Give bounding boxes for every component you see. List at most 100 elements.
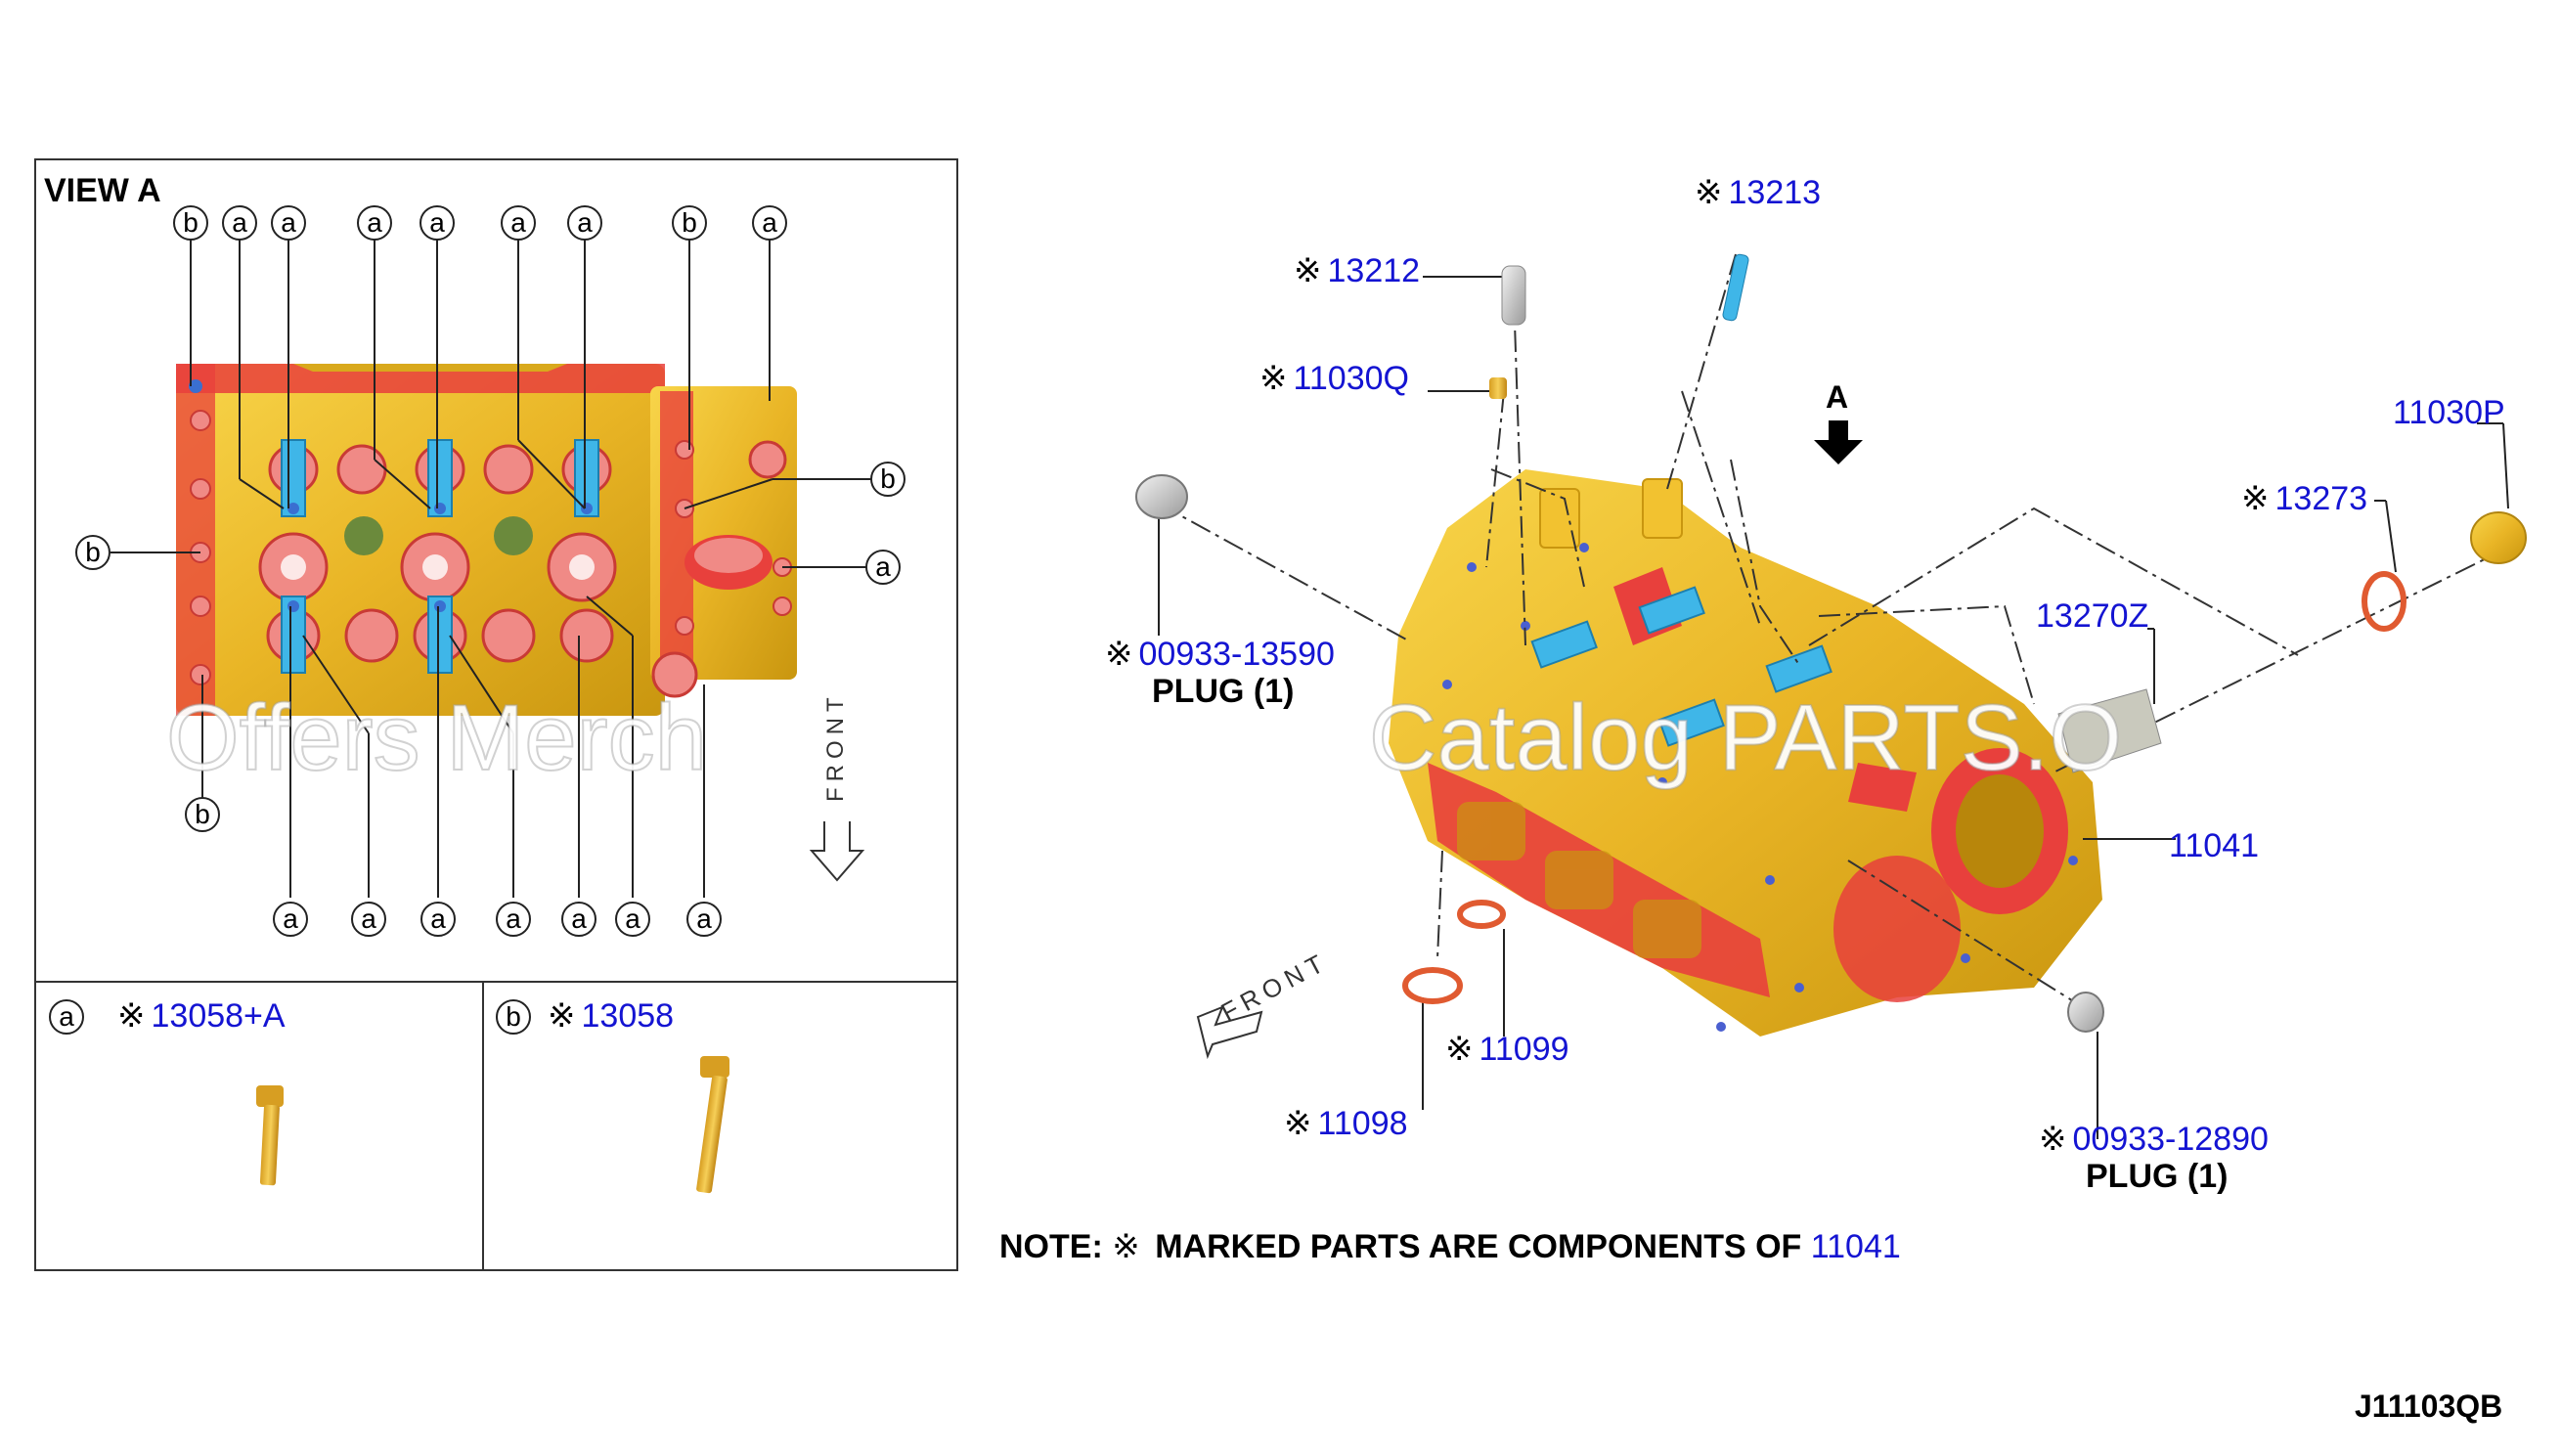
part-13213-stud [1722, 253, 1749, 322]
part-link-13273[interactable]: 13273 [2274, 480, 2368, 517]
circle-marker-a [615, 902, 650, 937]
part-11030p-plug [2470, 511, 2527, 564]
callout-11098: ※11098 [1284, 1107, 1408, 1140]
callout-00933-12890: ※00933-12890 [2039, 1123, 2269, 1156]
circle-marker-b [870, 462, 905, 497]
part-link-00933-13590[interactable]: 00933-13590 [1138, 636, 1335, 673]
part-link-11099[interactable]: 11099 [1479, 1031, 1569, 1068]
marker-symbol: ※ [1112, 1228, 1140, 1265]
view-a-front-arrow [809, 821, 865, 882]
marker-symbol: ※ [1284, 1105, 1312, 1142]
diagram-code: J11103QB [2355, 1389, 2503, 1424]
circle-marker-letter-a: a [232, 207, 247, 238]
part-link-11041[interactable]: 11041 [2169, 827, 2260, 864]
circle-marker-b [185, 797, 220, 832]
part-00933-13590-plug [1135, 474, 1188, 519]
marker-symbol: ※ [2039, 1121, 2067, 1158]
circle-marker-a [357, 205, 392, 241]
circle-marker-letter-b: b [195, 799, 210, 829]
part-link-13270z[interactable]: 13270Z [2036, 597, 2149, 635]
circle-marker-a [273, 902, 308, 937]
view-a-title: VIEW A [44, 172, 161, 209]
part-11098-ring [1402, 967, 1463, 1004]
callout-11099: ※11099 [1445, 1033, 1569, 1066]
part-link-13212[interactable]: 13212 [1327, 252, 1421, 289]
circle-marker-b [75, 535, 110, 570]
part-13270z [2057, 688, 2162, 773]
bolt-13058-a [256, 1085, 284, 1186]
part-link-11030p[interactable]: 11030P [2393, 394, 2505, 431]
view-a-cylinder-head [176, 364, 797, 716]
plug-qty-1: PLUG (1) [1152, 673, 1295, 710]
circle-marker-letter-b: b [880, 463, 896, 494]
part-13212-dowel [1501, 265, 1526, 326]
callout-13273: ※13273 [2241, 482, 2367, 515]
circle-marker-a [865, 550, 901, 585]
circle-marker-letter-a: a [361, 904, 376, 934]
part-link-11030q[interactable]: 11030Q [1293, 360, 1409, 397]
circle-marker-a [496, 902, 531, 937]
callout-11030p: 11030P [2393, 396, 2505, 429]
circle-marker-b [672, 205, 707, 241]
circle-marker-b [496, 999, 531, 1035]
main-cylinder-head [1389, 469, 2102, 1037]
circle-marker-a [420, 902, 456, 937]
part-link-13058[interactable]: 13058 [581, 997, 675, 1035]
part-link-11098[interactable]: 11098 [1317, 1105, 1408, 1142]
circle-marker-a [561, 902, 596, 937]
circle-marker-a [567, 205, 602, 241]
marker-symbol: ※ [1105, 636, 1133, 673]
arrow-letter-a: A [1826, 379, 1848, 415]
marker-symbol: ※ [117, 997, 146, 1035]
part-00933-12890-plug [2067, 992, 2104, 1033]
circle-marker-a [271, 205, 306, 241]
marker-symbol: ※ [1294, 252, 1322, 289]
main-front-label: FRONT [1216, 947, 1334, 1028]
callout-11030q: ※11030Q [1259, 362, 1409, 395]
circle-marker-letter-a: a [283, 904, 298, 934]
circle-marker-letter-b: b [682, 207, 697, 238]
part-link-00933-12890[interactable]: 00933-12890 [2072, 1121, 2269, 1158]
callout-00933-13590: ※00933-13590 [1105, 638, 1335, 671]
circle-marker-a [351, 902, 386, 937]
plug-qty-2: PLUG (1) [2086, 1158, 2229, 1195]
legend-b: ※13058 [548, 999, 674, 1033]
part-11099-ring [1457, 900, 1506, 929]
main-front-arrow [1196, 1005, 1263, 1060]
part-link-13058-a[interactable]: 13058+A [151, 997, 286, 1035]
circle-marker-a [752, 205, 787, 241]
circle-marker-letter-a: a [506, 904, 521, 934]
circle-marker-a [501, 205, 536, 241]
circle-marker-letter-a: a [762, 207, 777, 238]
circle-marker-letter-a: a [571, 904, 587, 934]
circle-marker-a [222, 205, 257, 241]
circle-marker-b [173, 205, 208, 241]
view-a-panel [34, 158, 958, 1271]
marker-symbol: ※ [548, 997, 576, 1035]
view-a-leaders [110, 238, 873, 898]
circle-marker-letter-b: b [506, 1001, 521, 1032]
circle-marker-a [419, 205, 455, 241]
note-part-link-11041[interactable]: 11041 [1810, 1228, 1901, 1265]
circle-marker-letter-b: b [85, 537, 101, 567]
circle-marker-a [686, 902, 722, 937]
circle-marker-letter-a: a [510, 207, 526, 238]
bolt-13058-b [696, 1056, 729, 1194]
part-link-13213[interactable]: 13213 [1728, 174, 1822, 211]
circle-marker-letter-a: a [875, 552, 891, 582]
circle-marker-letter-a: a [696, 904, 712, 934]
circle-marker-letter-a: a [59, 1001, 74, 1032]
circle-marker-letter-a: a [429, 207, 445, 238]
callout-13270z: 13270Z [2036, 599, 2148, 633]
circle-marker-letter-a: a [625, 904, 640, 934]
circle-marker-letter-a: a [577, 207, 593, 238]
callout-13212: ※13212 [1294, 254, 1420, 287]
note-line: NOTE: ※ MARKED PARTS ARE COMPONENTS OF 1… [999, 1230, 1901, 1263]
circle-marker-a [49, 999, 84, 1035]
note-text: MARKED PARTS ARE COMPONENTS OF [1155, 1228, 1802, 1265]
circle-marker-letter-a: a [430, 904, 446, 934]
marker-symbol: ※ [1695, 174, 1723, 211]
